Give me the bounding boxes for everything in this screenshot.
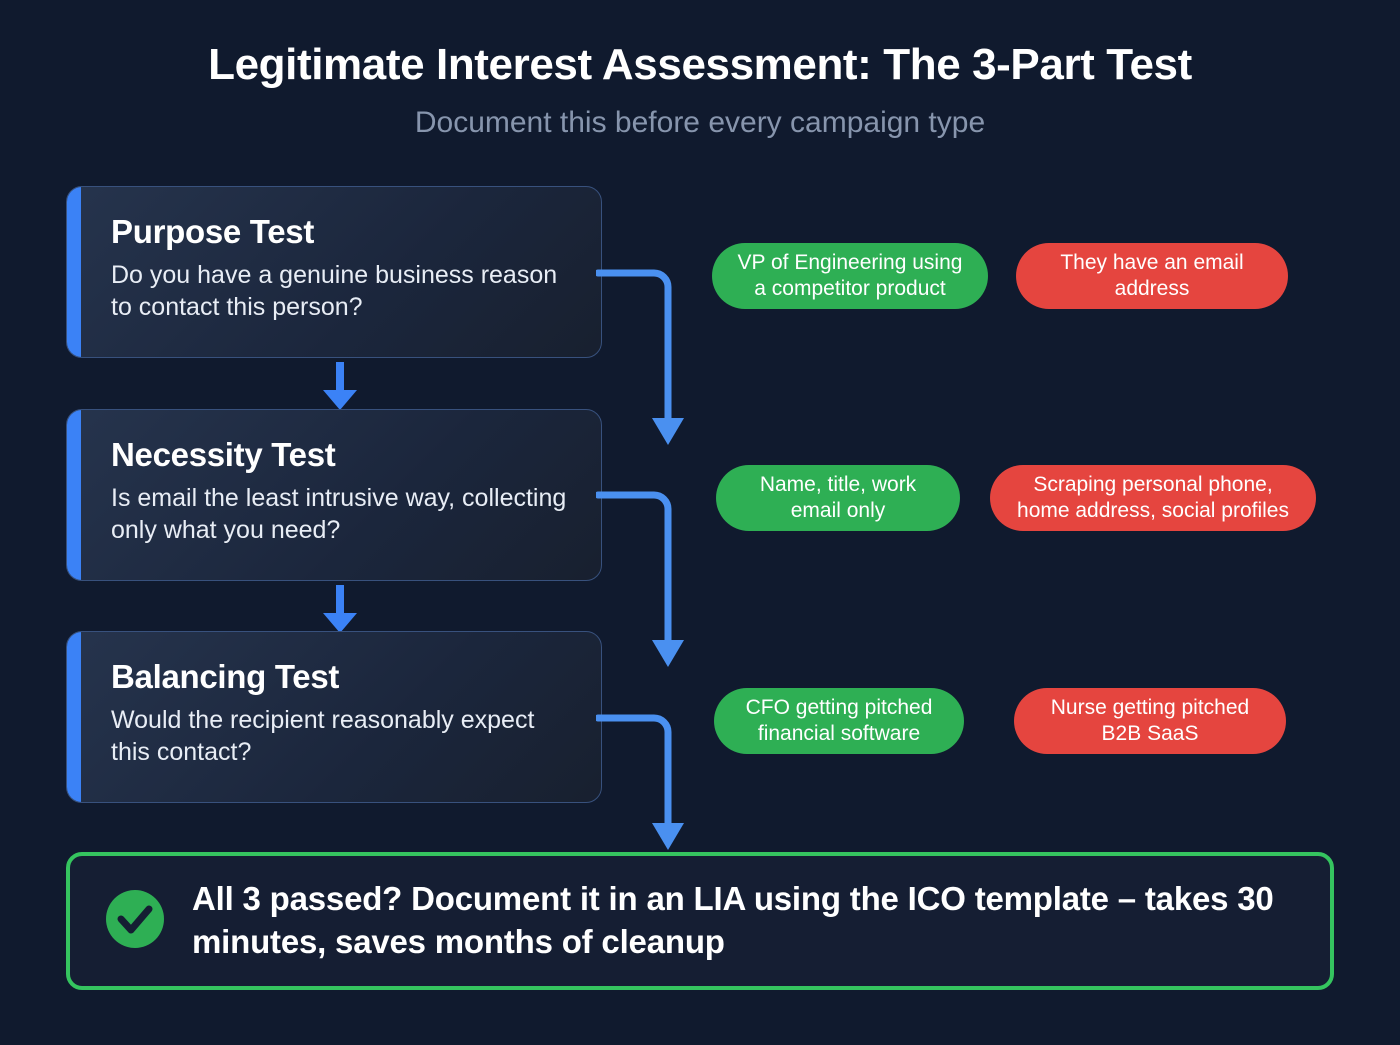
step-description: Do you have a genuine business reason to… (111, 261, 558, 321)
step-title: Purpose Test (111, 213, 315, 250)
conclusion-text: All 3 passed? Document it in an LIA usin… (192, 880, 1274, 960)
step-card-balancing-test: Balancing Test Would the recipient reaso… (66, 631, 602, 803)
good-example-pill-1: VP of Engineering using a competitor pro… (712, 243, 988, 309)
conclusion-banner: All 3 passed? Document it in an LIA usin… (66, 852, 1334, 990)
check-circle-icon (104, 888, 166, 955)
step-card-purpose-test: Purpose Test Do you have a genuine busin… (66, 186, 602, 358)
branch-connector-2 (594, 477, 706, 682)
step-title: Balancing Test (111, 658, 340, 695)
bad-example-pill-3: Nurse getting pitched B2B SaaS (1014, 688, 1286, 754)
step-down-arrow-2 (310, 583, 370, 635)
good-example-pill-2: Name, title, work email only (716, 465, 960, 531)
step-card-necessity-test: Necessity Test Is email the least intrus… (66, 409, 602, 581)
good-example-pill-3: CFO getting pitched financial software (714, 688, 964, 754)
branch-connector-1 (594, 255, 706, 460)
card-accent-bar (67, 410, 81, 580)
step-down-arrow-1 (310, 360, 370, 412)
step-description: Is email the least intrusive way, collec… (111, 484, 567, 544)
step-description: Would the recipient reasonably expect th… (111, 706, 535, 766)
step-title: Necessity Test (111, 436, 336, 473)
card-accent-bar (67, 632, 81, 802)
page-subtitle: Document this before every campaign type (414, 106, 986, 139)
card-accent-bar (67, 187, 81, 357)
bad-example-pill-1: They have an email address (1016, 243, 1288, 309)
branch-connector-3 (594, 700, 706, 865)
page-title: Legitimate Interest Assessment: The 3-Pa… (208, 40, 1192, 89)
bad-example-pill-2: Scraping personal phone, home address, s… (990, 465, 1316, 531)
